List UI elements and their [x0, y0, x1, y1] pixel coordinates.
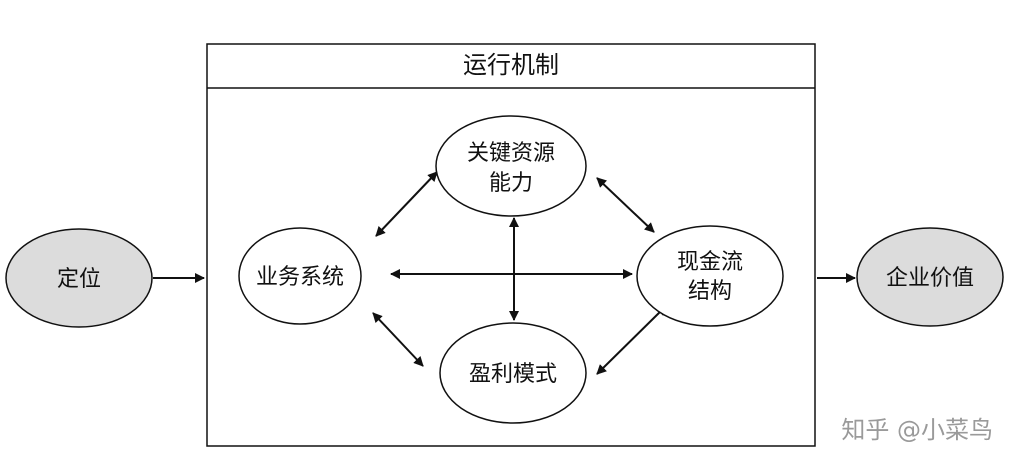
node-enterprise-value-label: 企业价值 [886, 266, 974, 291]
frame-title: 运行机制 [463, 51, 559, 79]
node-enterprise-value [856, 227, 1004, 327]
node-business-system-label: 业务系统 [256, 265, 344, 290]
watermark: 知乎 @小菜鸟 [841, 416, 993, 444]
node-profit-model [439, 322, 587, 424]
node-positioning [5, 228, 153, 328]
node-key-resources-line2: 能力 [489, 171, 533, 196]
arrow-profit-cashflow [596, 305, 667, 375]
node-key-resources-line1: 关键资源 [467, 141, 555, 166]
node-cash-flow-line2: 结构 [688, 279, 732, 304]
node-profit-model-label: 盈利模式 [469, 362, 557, 387]
node-cash-flow [636, 225, 784, 327]
mechanism-frame [206, 43, 816, 447]
node-key-resources [435, 115, 587, 217]
arrow-resources-cashflow [596, 177, 655, 233]
arrow-business-resources [375, 171, 438, 237]
arrow-business-profit [372, 312, 424, 367]
node-business-system [238, 227, 362, 325]
node-cash-flow-line1: 现金流 [677, 250, 743, 275]
node-positioning-label: 定位 [57, 267, 101, 292]
